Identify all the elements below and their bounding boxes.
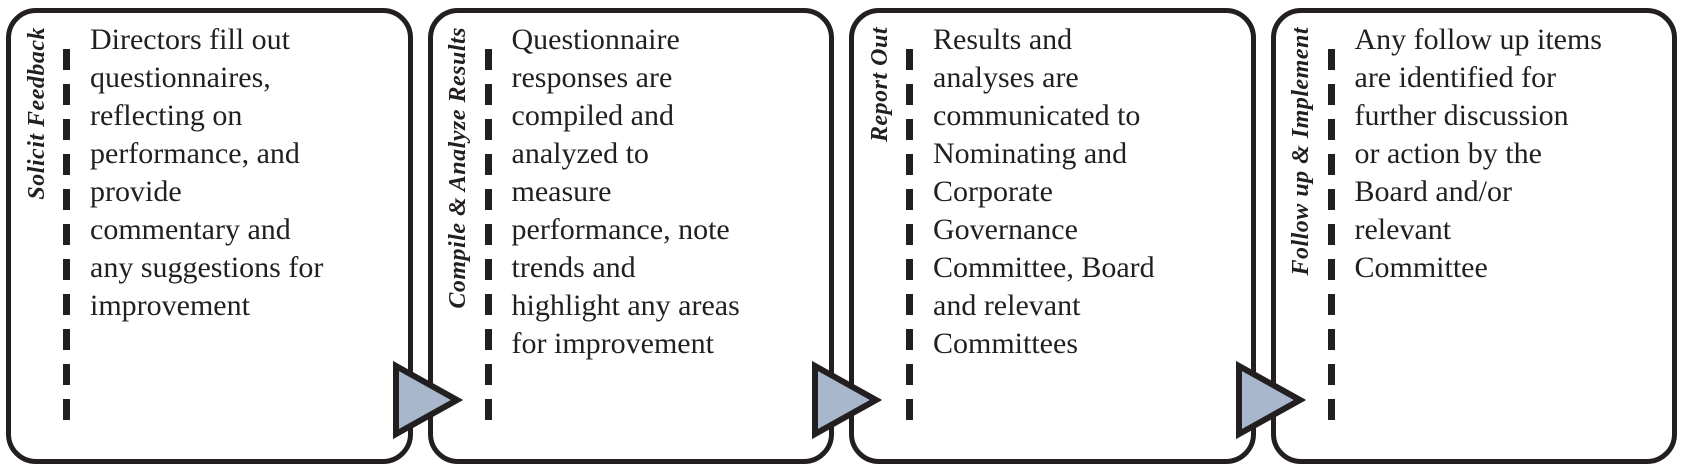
flow-arrow-right-icon	[812, 360, 882, 440]
stage-description: Results and analyses are communicated to…	[933, 23, 1155, 360]
process-flow: Solicit Feedback Directors fill out ques…	[6, 8, 1677, 464]
stage-box-follow-up-implement: Follow up & Implement Any follow up item…	[1270, 8, 1677, 464]
dashed-divider	[484, 49, 492, 431]
stage-box-solicit-feedback: Solicit Feedback Directors fill out ques…	[6, 8, 413, 464]
dashed-divider	[906, 49, 913, 431]
stage-label: Compile & Analyze Results	[445, 27, 471, 309]
stage-description: Questionnaire responses are compiled and…	[511, 23, 740, 360]
stage-label-column: Solicit Feedback	[11, 13, 63, 459]
stage-label: Solicit Feedback	[23, 27, 50, 200]
stage-box-report-out: Report Out Results and analyses are comm…	[849, 8, 1256, 464]
stage-box-compile-analyze-results: Compile & Analyze Results Questionnaire …	[427, 8, 834, 464]
stage-description: Directors fill out questionnaires, refle…	[90, 23, 324, 322]
dashed-divider	[1327, 49, 1335, 431]
stage-label: Report Out	[866, 27, 893, 143]
stage-label: Follow up & Implement	[1288, 27, 1314, 276]
flow-arrow-right-icon	[1236, 360, 1306, 440]
dashed-divider	[63, 49, 70, 431]
stage-description: Any follow up items are identified for f…	[1354, 23, 1603, 284]
flow-arrow-right-icon	[393, 360, 463, 440]
